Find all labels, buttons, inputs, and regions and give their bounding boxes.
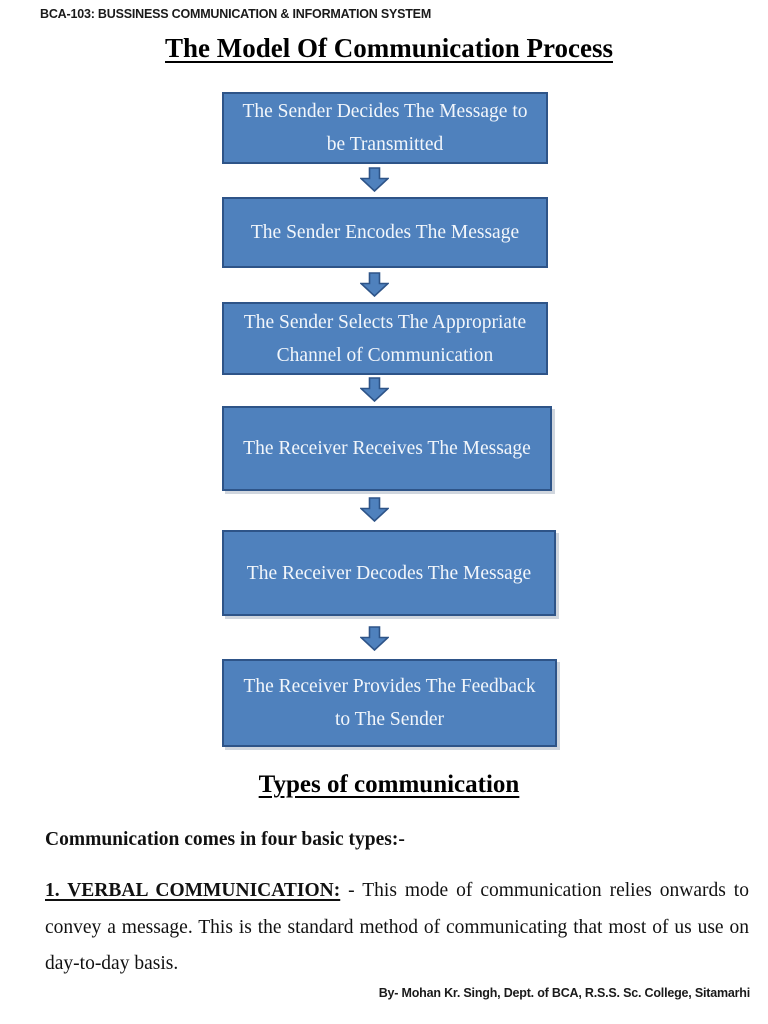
down-arrow-icon xyxy=(360,377,389,402)
flow-box-receiver-receives: The Receiver Receives The Message xyxy=(222,406,552,491)
verbal-communication-label: 1. VERBAL COMMUNICATION: xyxy=(45,880,341,901)
flow-box-sender-selects-channel: The Sender Selects The Appropriate Chann… xyxy=(222,302,548,375)
page-title: The Model Of Communication Process xyxy=(165,33,613,63)
footer-byline: By- Mohan Kr. Singh, Dept. of BCA, R.S.S… xyxy=(378,986,750,1000)
flow-box-sender-encodes: The Sender Encodes The Message xyxy=(222,197,548,268)
down-arrow-icon xyxy=(360,167,389,192)
flow-box-receiver-feedback: The Receiver Provides The Feedback to Th… xyxy=(222,659,557,747)
flow-box-sender-decides: The Sender Decides The Message to be Tra… xyxy=(222,92,548,164)
verbal-communication-body: - This mode of communication relies onwa… xyxy=(45,880,749,974)
verbal-communication-paragraph: 1. VERBAL COMMUNICATION: - This mode of … xyxy=(45,873,749,983)
flow-box-receiver-decodes: The Receiver Decodes The Message xyxy=(222,530,556,616)
down-arrow-icon xyxy=(360,272,389,297)
course-header: BCA-103: BUSSINESS COMMUNICATION & INFOR… xyxy=(40,7,432,21)
types-intro-text: Communication comes in four basic types:… xyxy=(45,829,405,850)
down-arrow-icon xyxy=(360,626,389,651)
down-arrow-icon xyxy=(360,497,389,522)
section-heading-types-of-communication: Types of communication xyxy=(258,771,520,798)
